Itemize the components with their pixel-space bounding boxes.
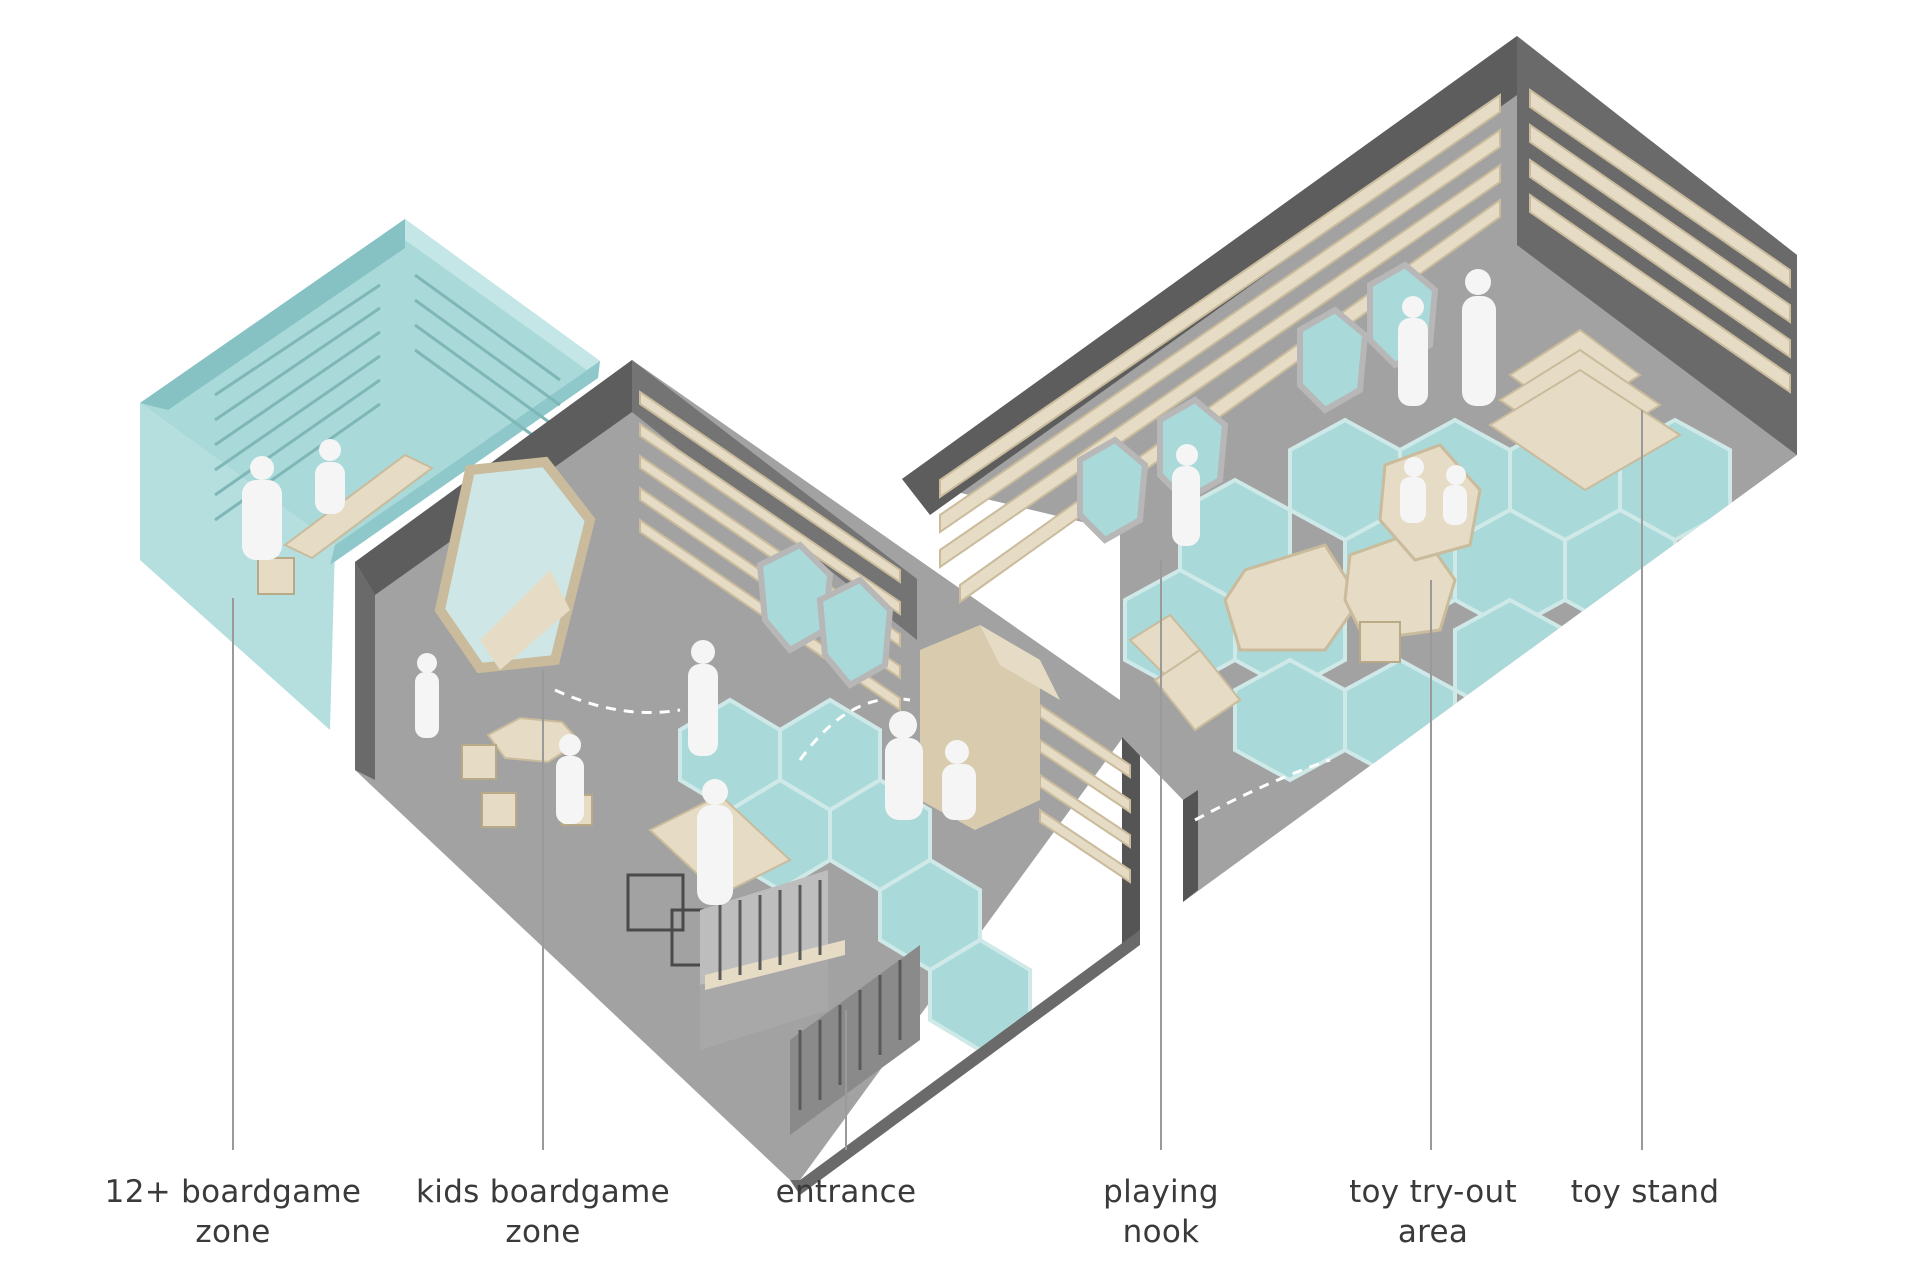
room-c-figures [1172, 269, 1496, 546]
room-toy-store [902, 36, 1797, 1150]
room-c-left-wall [1183, 790, 1198, 902]
label-toy-stand: toy stand [1485, 1172, 1805, 1212]
label-toy-try-out-area: toy try-out area [1273, 1172, 1593, 1252]
room-b-figures [415, 640, 976, 905]
label-line: 12+ boardgame [104, 1174, 362, 1210]
room-b-path-line [554, 688, 911, 761]
label-line: zone [505, 1214, 581, 1250]
room-b-front-drop [790, 930, 1140, 1195]
entrance-stair [700, 870, 920, 1135]
room-a-table [283, 453, 434, 560]
room-c-path-line [1194, 758, 1331, 822]
label-line: zone [195, 1214, 271, 1250]
room-a-front-cut [330, 361, 600, 565]
label-entrance: entrance [686, 1172, 1006, 1212]
room-a-die [257, 557, 295, 595]
label-line: nook [1122, 1214, 1200, 1250]
label-line: toy try-out [1349, 1174, 1517, 1210]
room-12plus-boardgame-zone [140, 219, 600, 1150]
room-a-back-wall [140, 219, 405, 410]
label-line: area [1397, 1214, 1469, 1250]
playing-nook-hexagon-frame [434, 456, 596, 674]
room-kids-boardgame-zone [355, 360, 1140, 1195]
label-playing-nook: playing nook [1001, 1172, 1321, 1252]
label-line: playing [1103, 1174, 1219, 1210]
label-12plus-boardgame-zone: 12+ boardgame zone [73, 1172, 393, 1252]
label-kids-boardgame-zone: kids boardgame zone [383, 1172, 703, 1252]
room-a-right-wall [405, 219, 600, 378]
label-line: entrance [775, 1174, 917, 1210]
room-c-entry-steps [1128, 613, 1242, 732]
room-a-left-wall [140, 403, 335, 730]
label-line: kids boardgame [416, 1174, 670, 1210]
room-c-toy-stand [1488, 328, 1682, 492]
room-a-figures [242, 439, 345, 560]
room-c-back-wall [902, 36, 1517, 515]
room-b-left-wall [355, 562, 375, 780]
room-b-hex-shelf-wall [756, 541, 894, 689]
label-line: toy stand [1570, 1174, 1720, 1210]
